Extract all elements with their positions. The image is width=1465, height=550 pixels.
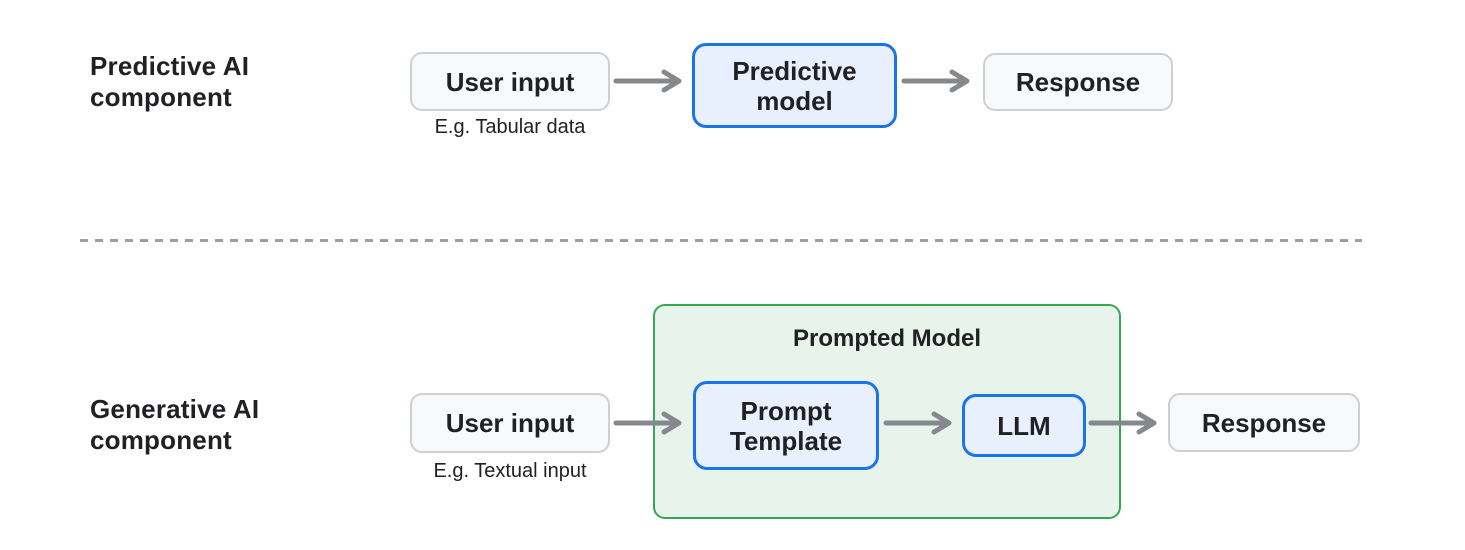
prompt-template-label: Prompt Template (729, 395, 843, 456)
arrow-input-to-prompt-icon (613, 410, 687, 436)
generative-user-input-box: User input (410, 393, 610, 453)
prompted-model-title: Prompted Model (792, 325, 981, 352)
arrow-llm-to-response-icon (1088, 410, 1162, 436)
predictive-response-box: Response (983, 53, 1173, 111)
predictive-model-label: Predictive model (732, 55, 857, 116)
prompt-template-box: Prompt Template (693, 381, 879, 470)
arrow-input-to-model-icon (613, 68, 687, 94)
predictive-user-input-label: User input (445, 66, 575, 97)
predictive-input-caption: E.g. Tabular data (434, 116, 586, 138)
generative-response-box: Response (1168, 393, 1360, 452)
predictive-user-input-box: User input (410, 52, 610, 111)
section-divider (80, 239, 1362, 242)
generative-response-label: Response (1201, 407, 1327, 438)
predictive-row-label: Predictive AI component (90, 51, 250, 112)
predictive-response-label: Response (1015, 67, 1141, 97)
generative-user-input-label: User input (445, 408, 575, 438)
arrow-prompt-to-llm-icon (883, 410, 957, 436)
generative-row-label: Generative AI component (90, 394, 260, 455)
arrow-model-to-response-icon (901, 68, 975, 94)
llm-label: LLM (997, 410, 1051, 441)
generative-input-caption: E.g. Textual input (433, 460, 587, 482)
predictive-model-box: Predictive model (692, 43, 897, 128)
llm-box: LLM (962, 394, 1086, 457)
